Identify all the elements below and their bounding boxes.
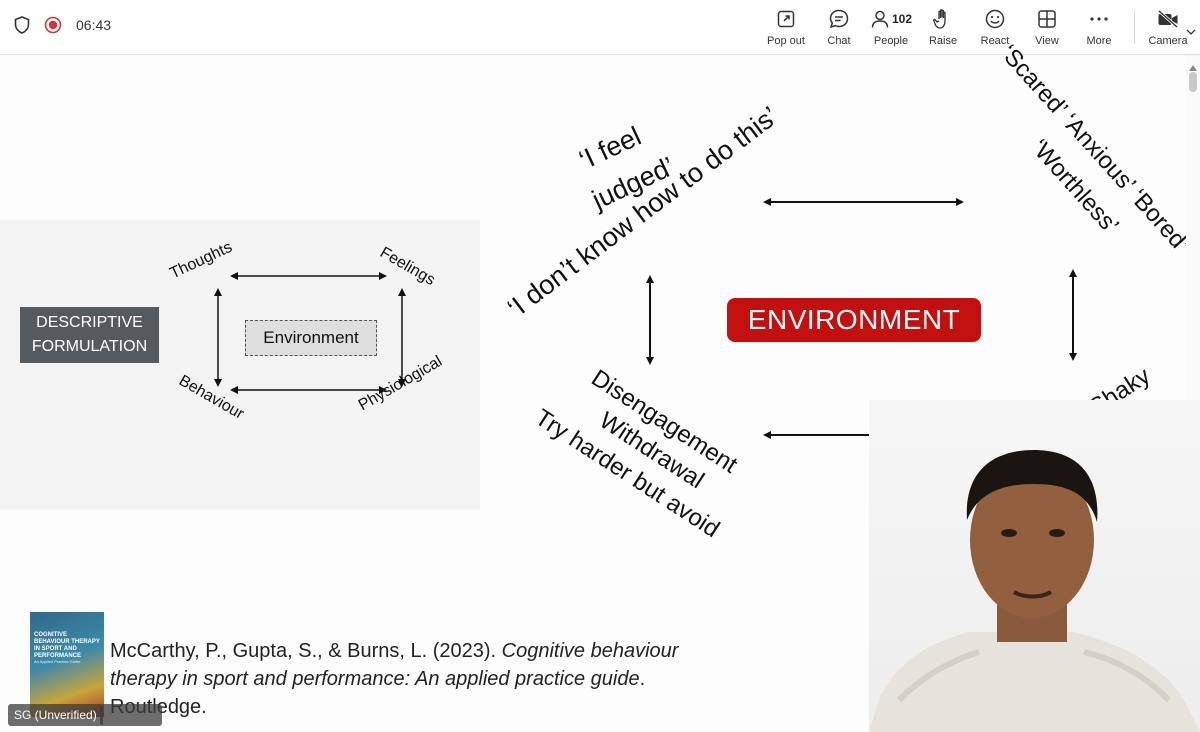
citation-text: McCarthy, P., Gupta, S., & Burns, L. (20… [110,637,710,721]
people-label: People [874,35,908,47]
people-count: 102 [892,12,912,26]
toolbar-divider [1134,10,1135,44]
presenter-silhouette [869,400,1200,732]
meeting-status: 06:43 [14,16,111,34]
view-label: View [1035,35,1059,47]
more-label: More [1086,35,1111,47]
people-button[interactable]: 102 People [863,6,919,50]
chevron-down-icon[interactable] [1186,22,1196,40]
view-button[interactable]: View [1019,6,1075,50]
participant-name-tag: SG (Unverified) [8,704,103,726]
pop-out-button[interactable]: Pop out [758,6,814,50]
pop-out-label: Pop out [767,35,805,47]
presenter-video[interactable] [869,400,1200,732]
chat-label: Chat [827,35,850,47]
book-cover-title: COGNITIVE BEHAVIOUR THERAPY IN SPORT AND… [34,632,100,660]
participant-status-tag [100,704,162,726]
book-cover-subtitle: An Applied Practice Guide [34,659,100,664]
raise-label: Raise [929,35,957,47]
people-icon-wrap: 102 [870,6,912,32]
more-button[interactable]: More [1071,6,1127,50]
camera-label: Camera [1148,35,1187,47]
recording-icon [44,16,62,34]
react-label: React [981,35,1010,47]
ellipsis-icon [1089,6,1109,32]
people-icon [870,9,890,29]
citation-authors: McCarthy, P., Gupta, S., & Burns, L. (20… [110,640,502,662]
chat-button[interactable]: Chat [811,6,867,50]
book-cover-image: COGNITIVE BEHAVIOUR THERAPY IN SPORT AND… [30,612,104,717]
meeting-timer: 06:43 [76,17,111,33]
scrollbar-thumb[interactable] [1189,72,1197,92]
smiley-icon [984,6,1006,32]
raise-hand-button[interactable]: Raise [915,6,971,50]
camera-off-icon [1157,6,1179,32]
grid-icon [1037,6,1057,32]
shield-icon [14,16,30,34]
raise-hand-icon [933,6,953,32]
pop-out-icon [776,6,796,32]
chat-icon [828,6,850,32]
